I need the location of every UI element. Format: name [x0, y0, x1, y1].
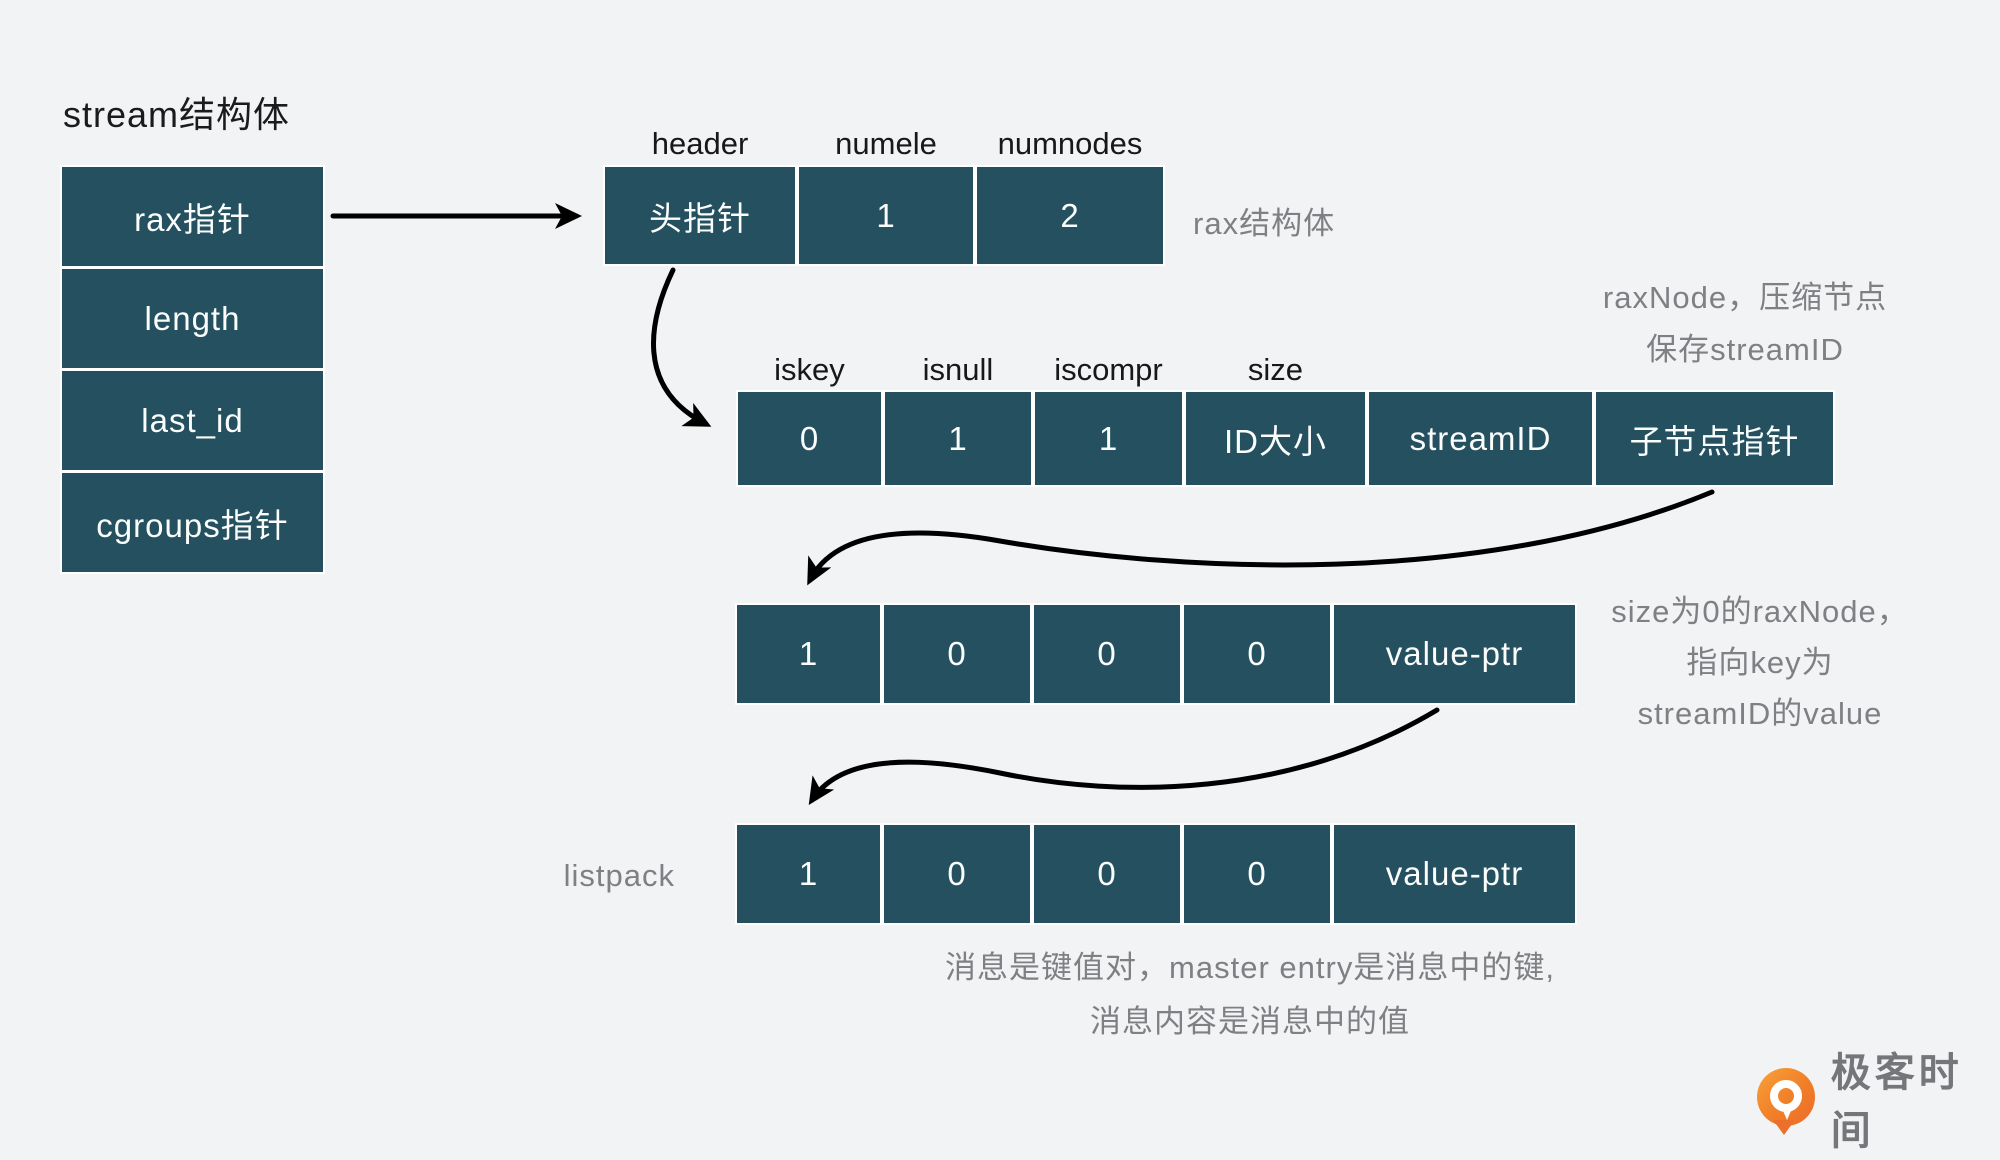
rax-cell-numele: 1 — [797, 165, 975, 266]
size0-raxnode-row: 1 0 0 0 value-ptr — [735, 603, 1577, 705]
rax-row-labels: header numele numnodes — [603, 119, 1165, 162]
raxnode-row: 0 1 1 ID大小 streamID 子节点指针 — [736, 390, 1835, 487]
listpack-cell-value-ptr: value-ptr — [1332, 823, 1577, 925]
listpack-cell-iscompr: 0 — [1032, 823, 1182, 925]
label-numele: numele — [835, 126, 937, 161]
label-numnodes: numnodes — [997, 126, 1143, 161]
rax-cell-numnodes: 2 — [975, 165, 1165, 266]
listpack-cell-iskey: 1 — [735, 823, 882, 925]
geektime-logo-text: 极客时间 — [1830, 1051, 1963, 1153]
size0-cell-isnull: 0 — [882, 603, 1032, 705]
size0-caption: size为0的raxNode， 指向key为 streamID的value — [1565, 586, 1955, 739]
diagram-title: stream结构体 — [63, 94, 291, 135]
label-iskey: iskey — [774, 352, 845, 387]
geektime-logo: 极客时间 — [1757, 1044, 2000, 1160]
footnote-line2: 消息内容是消息中的值 — [1090, 1004, 1410, 1039]
label-header: header — [651, 126, 749, 161]
footnote: 消息是键值对，master entry是消息中的键, 消息内容是消息中的值 — [750, 941, 1750, 1049]
raxnode-row-labels: iskey isnull iscompr size — [736, 345, 1367, 388]
arrow-childptr-to-size0node — [807, 489, 1715, 586]
raxnode-caption: raxNode，压缩节点 保存streamID — [1545, 272, 1945, 376]
arrow-valueptr-to-listpack — [808, 707, 1440, 806]
footnote-line1: 消息是键值对，master entry是消息中的键, — [945, 950, 1555, 985]
size0-cell-iscompr: 0 — [1032, 603, 1182, 705]
raxnode-cell-child-pointer: 子节点指针 — [1594, 390, 1835, 487]
size0-caption-line2: 指向key为 — [1686, 645, 1834, 680]
geektime-pin-icon — [1757, 1068, 1815, 1136]
size0-cell-size: 0 — [1182, 603, 1332, 705]
raxnode-cell-iscompr: 1 — [1033, 390, 1184, 487]
rax-struct-caption: rax结构体 — [1193, 206, 1336, 241]
stream-struct-box: rax指针 length last_id cgroups指针 — [60, 165, 325, 574]
rax-struct-row: 头指针 1 2 — [603, 165, 1165, 266]
stream-field-cgroups-pointer: cgroups指针 — [60, 471, 325, 574]
size0-caption-line1: size为0的raxNode， — [1611, 594, 1909, 629]
raxnode-cell-iskey: 0 — [736, 390, 883, 487]
listpack-row: 1 0 0 0 value-ptr — [735, 823, 1577, 925]
raxnode-cell-isnull: 1 — [883, 390, 1033, 487]
arrow-header-to-raxnode — [651, 267, 712, 427]
raxnode-caption-line1: raxNode，压缩节点 — [1602, 280, 1888, 315]
label-iscompr: iscompr — [1054, 352, 1163, 387]
size0-cell-iskey: 1 — [735, 603, 882, 705]
diagram-canvas: stream结构体 rax指针 length last_id cgroups指针… — [60, 94, 1959, 1153]
listpack-cell-isnull: 0 — [882, 823, 1032, 925]
stream-field-last-id: last_id — [60, 369, 325, 472]
size0-cell-value-ptr: value-ptr — [1332, 603, 1577, 705]
stream-field-rax-pointer: rax指针 — [60, 165, 325, 268]
raxnode-caption-line2: 保存streamID — [1646, 332, 1844, 367]
stream-field-length: length — [60, 267, 325, 370]
label-size: size — [1247, 352, 1304, 387]
size0-caption-line3: streamID的value — [1637, 696, 1883, 731]
rax-cell-head-pointer: 头指针 — [603, 165, 797, 266]
listpack-cell-size: 0 — [1182, 823, 1332, 925]
raxnode-cell-size: ID大小 — [1184, 390, 1367, 487]
raxnode-cell-streamid: streamID — [1367, 390, 1594, 487]
label-isnull: isnull — [922, 352, 994, 387]
listpack-label: listpack — [563, 858, 675, 893]
